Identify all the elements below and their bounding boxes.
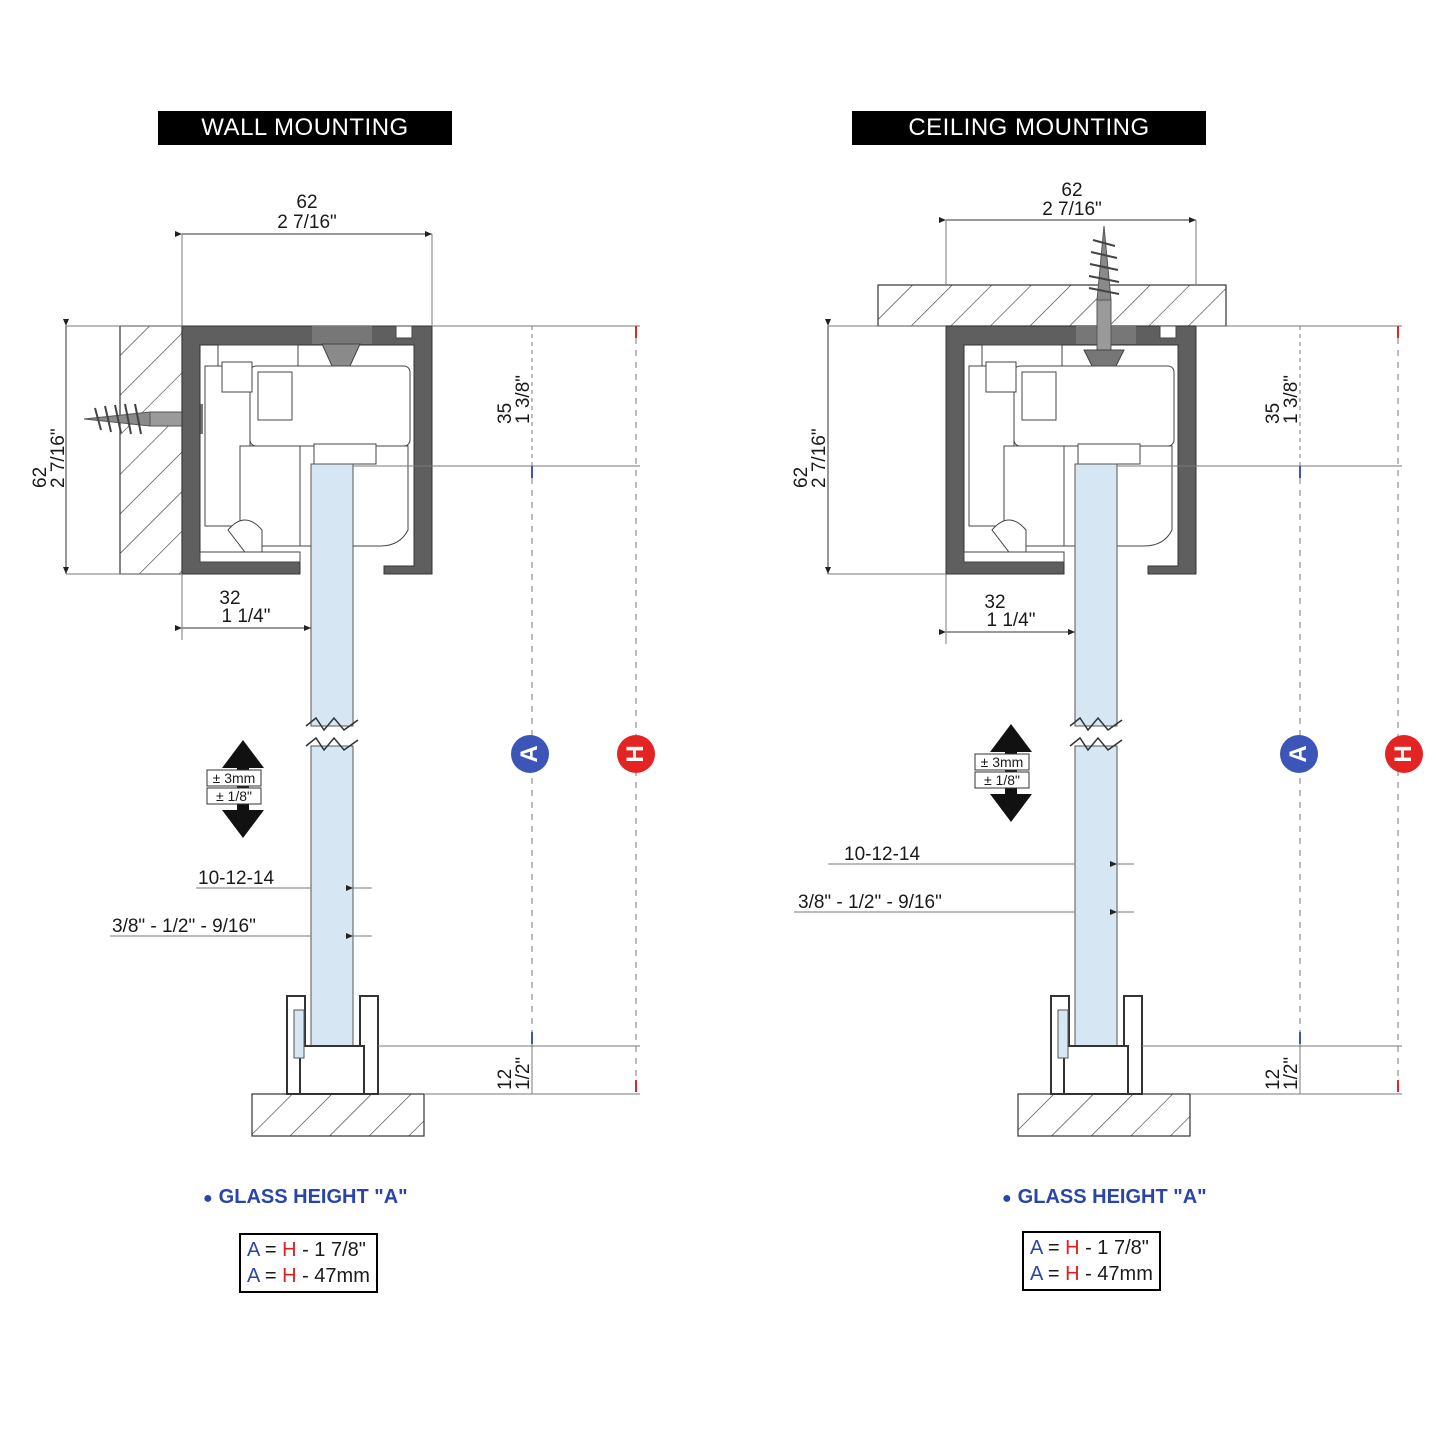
glass-panel <box>305 463 359 1047</box>
offset-mm-label: 32 <box>984 592 1005 613</box>
glass-panel <box>1069 463 1123 1047</box>
ceiling-mounting-panel: CEILING MOUNTING <box>722 0 1444 1445</box>
adjust-in-label: ± 1/8" <box>984 772 1020 788</box>
dimension-a-badge: A <box>511 735 549 773</box>
dimension-h-badge: H <box>1385 735 1423 773</box>
glass-height-label: GLASS HEIGHT "A" <box>218 1186 408 1208</box>
height-mm-label: 62 <box>30 467 51 488</box>
bottom-mm-label: 12 <box>1263 1069 1284 1090</box>
panel-title: CEILING MOUNTING <box>852 111 1206 145</box>
roller-carriage <box>199 343 411 563</box>
dimension-lines <box>794 217 1402 1095</box>
formula-line-mm: A = H - 47mm <box>247 1265 370 1287</box>
hatched-floor-icon <box>251 1093 425 1137</box>
dimension-ticks <box>531 326 637 1092</box>
hatched-floor-icon <box>1017 1093 1191 1137</box>
dimension-ticks <box>1299 326 1399 1092</box>
wall-mounting-panel: WALL MOUNTING <box>0 0 722 1445</box>
top-dim-mm-label: 35 <box>495 403 516 424</box>
height-in-label: 2 7/16" <box>48 428 69 488</box>
width-in-label: 2 7/16" <box>1042 199 1102 220</box>
height-mm-label: 62 <box>791 467 812 488</box>
height-in-label: 2 7/16" <box>809 428 830 488</box>
formula-line-mm: A = H - 47mm <box>1030 1263 1153 1285</box>
offset-in-label: 1 1/4" <box>986 610 1035 631</box>
bottom-in-label: 1/2" <box>1281 1057 1302 1090</box>
bullet-dot: ● <box>203 1190 213 1207</box>
adjust-mm-label: ± 3mm <box>981 754 1024 770</box>
wall-mounting-drawing: 62 2 7/16" 62 2 7/16" 35 1 3/8" 32 1 1/4… <box>30 192 640 1137</box>
bottom-in-label: 1/2" <box>513 1057 534 1090</box>
up-down-arrow-icon <box>206 740 264 838</box>
dimension-h-badge: H <box>617 735 655 773</box>
glass-thickness-mm-label: 10-12-14 <box>198 868 274 889</box>
screw-icon <box>1083 225 1125 371</box>
offset-in-label: 1 1/4" <box>221 606 270 627</box>
width-in-label: 2 7/16" <box>277 212 337 233</box>
adjust-mm-label: ± 3mm <box>213 770 256 786</box>
bottom-mm-label: 12 <box>495 1069 516 1090</box>
glass-thickness-in-label: 3/8" - 1/2" - 9/16" <box>112 916 256 937</box>
width-mm-label: 62 <box>296 192 317 213</box>
dimension-a-badge: A <box>1280 735 1318 773</box>
width-mm-label: 62 <box>1061 180 1082 201</box>
ceiling-mounting-drawing: 62 2 7/16" 62 2 7/16" 35 1 3/8" 32 1 1/4… <box>791 180 1402 1137</box>
top-dim-in-label: 1 3/8" <box>513 375 534 424</box>
formula-line-inch: A = H - 1 7/8" <box>247 1239 366 1261</box>
top-dim-in-label: 1 3/8" <box>1281 375 1302 424</box>
up-down-arrow-icon <box>974 724 1032 822</box>
offset-mm-label: 32 <box>219 588 240 609</box>
bullet-dot: ● <box>1002 1190 1012 1207</box>
roller-carriage <box>963 344 1175 563</box>
panel-title: WALL MOUNTING <box>158 111 452 145</box>
glass-thickness-mm-label: 10-12-14 <box>844 844 920 865</box>
glass-thickness-in-label: 3/8" - 1/2" - 9/16" <box>798 892 942 913</box>
hatched-wall-icon <box>119 325 183 575</box>
hatched-ceiling-icon <box>877 284 1227 327</box>
adjust-in-label: ± 1/8" <box>216 788 252 804</box>
glass-height-note: ● GLASS HEIGHT "A" <box>203 1186 408 1209</box>
glass-height-label: GLASS HEIGHT "A" <box>1017 1186 1207 1208</box>
floor-guide <box>1050 995 1143 1095</box>
rail-profile <box>181 325 433 575</box>
glass-height-formula: A = H - 1 7/8" A = H - 47mm <box>239 1233 378 1293</box>
glass-height-formula: A = H - 1 7/8" A = H - 47mm <box>1022 1231 1161 1291</box>
formula-line-inch: A = H - 1 7/8" <box>1030 1237 1149 1259</box>
glass-height-note: ● GLASS HEIGHT "A" <box>1002 1186 1207 1209</box>
top-dim-mm-label: 35 <box>1263 403 1284 424</box>
